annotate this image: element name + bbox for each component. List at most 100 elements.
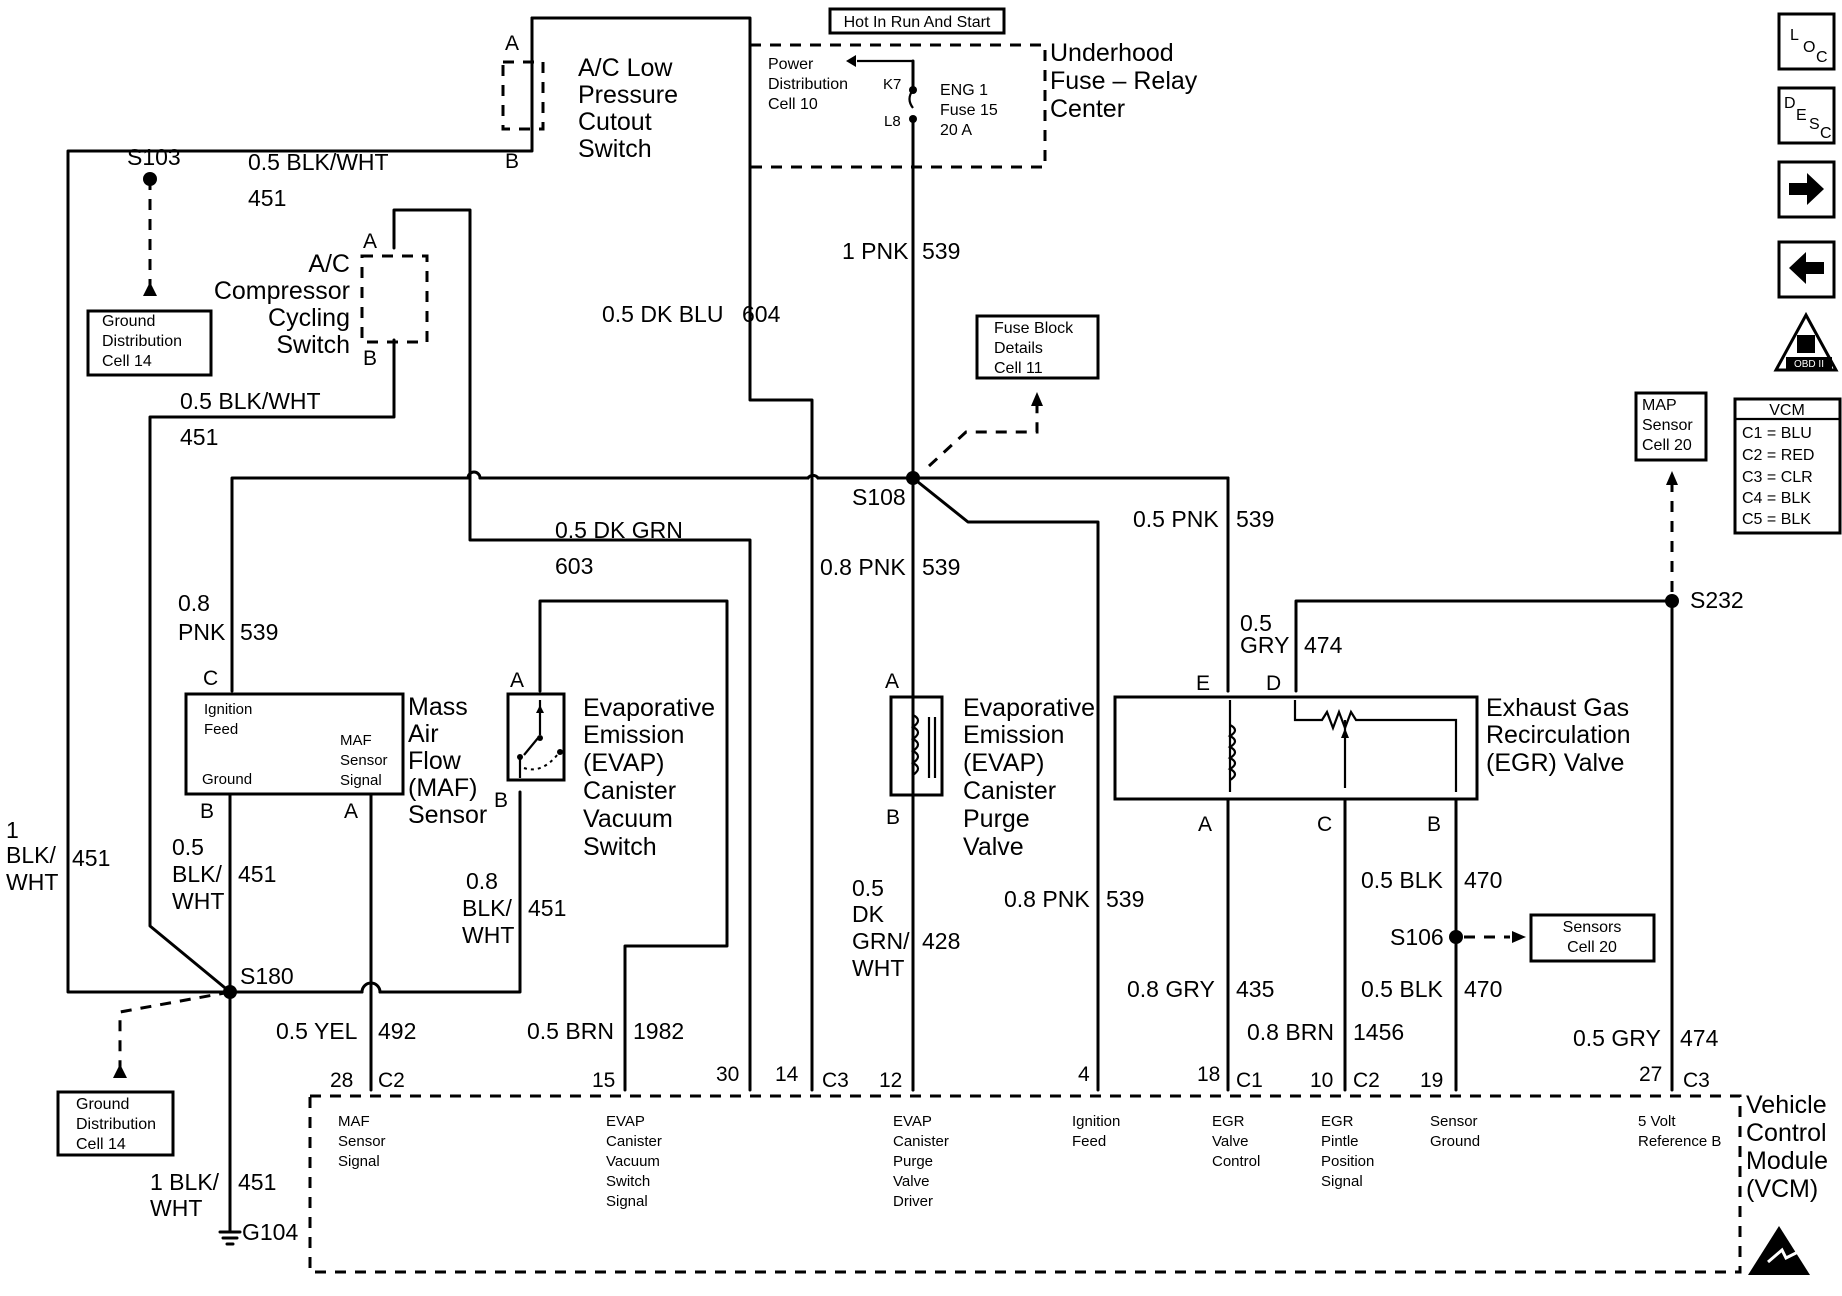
svg-text:Cutout: Cutout xyxy=(578,108,652,136)
svg-text:VCM: VCM xyxy=(1769,402,1805,419)
svg-text:(EVAP): (EVAP) xyxy=(963,749,1045,777)
svg-text:C1: C1 xyxy=(1236,1069,1263,1092)
svg-text:L: L xyxy=(1790,27,1799,44)
svg-text:Purge: Purge xyxy=(963,805,1030,833)
svg-text:0.5: 0.5 xyxy=(852,875,884,901)
svg-text:470: 470 xyxy=(1464,867,1502,893)
svg-text:0.8: 0.8 xyxy=(466,868,498,894)
fuse-block-details-link[interactable]: Fuse Block Details Cell 11 xyxy=(975,314,1100,380)
svg-text:Ignition: Ignition xyxy=(1072,1113,1120,1130)
svg-text:1 PNK: 1 PNK xyxy=(842,238,909,264)
svg-text:L8: L8 xyxy=(884,113,901,130)
svg-text:Vehicle: Vehicle xyxy=(1746,1091,1827,1119)
svg-text:C3: C3 xyxy=(1683,1069,1710,1092)
svg-text:C2: C2 xyxy=(378,1069,405,1092)
svg-text:WHT: WHT xyxy=(852,955,904,981)
svg-text:0.5 DK GRN: 0.5 DK GRN xyxy=(555,517,683,543)
svg-text:Control: Control xyxy=(1212,1153,1260,1170)
svg-text:Switch: Switch xyxy=(606,1173,650,1190)
loc-button[interactable]: L O C xyxy=(1777,12,1836,71)
svg-text:Cell 20: Cell 20 xyxy=(1567,939,1617,956)
obd-ii-icon: OBD II xyxy=(1773,311,1839,372)
svg-text:0.8 PNK: 0.8 PNK xyxy=(1004,886,1090,912)
svg-text:Cell 14: Cell 14 xyxy=(102,353,152,370)
svg-text:DK: DK xyxy=(852,901,885,927)
svg-text:Switch: Switch xyxy=(276,331,350,359)
svg-text:WHT: WHT xyxy=(172,888,224,914)
svg-text:Driver: Driver xyxy=(893,1193,933,1210)
svg-text:0.5 GRY: 0.5 GRY xyxy=(1573,1025,1661,1051)
map-sensor-link[interactable]: MAP Sensor Cell 20 xyxy=(1634,391,1708,462)
svg-text:0.5: 0.5 xyxy=(1240,610,1272,636)
svg-text:MAF: MAF xyxy=(338,1113,370,1130)
vehicle-control-module: Vehicle Control Module (VCM) xyxy=(308,1091,1828,1275)
desc-button[interactable]: D E S C xyxy=(1777,86,1836,145)
underhood-fuse-relay-center: Underhood Fuse – Relay Center Power Dist… xyxy=(748,39,1198,169)
svg-text:0.5 BLK: 0.5 BLK xyxy=(1361,867,1443,893)
forward-arrow-button[interactable] xyxy=(1777,160,1836,219)
svg-text:A: A xyxy=(510,669,524,692)
svg-text:K7: K7 xyxy=(883,76,901,93)
svg-text:451: 451 xyxy=(180,424,218,450)
svg-text:Emission: Emission xyxy=(963,721,1064,749)
svg-text:20 A: 20 A xyxy=(940,122,972,139)
svg-text:E: E xyxy=(1196,672,1210,695)
svg-text:C2 = RED: C2 = RED xyxy=(1742,447,1814,464)
svg-text:Ground: Ground xyxy=(1430,1133,1480,1150)
svg-text:C1 = BLU: C1 = BLU xyxy=(1742,425,1812,442)
svg-text:C3: C3 xyxy=(822,1069,849,1092)
label-g104: G104 xyxy=(242,1219,298,1245)
svg-text:WHT: WHT xyxy=(6,869,58,895)
svg-text:451: 451 xyxy=(238,861,276,887)
svg-text:E: E xyxy=(1796,107,1807,124)
svg-text:Purge: Purge xyxy=(893,1153,933,1170)
maf-sensor: Ignition Feed Ground MAF Sensor Signal M… xyxy=(184,667,487,829)
splice-s103 xyxy=(143,172,157,186)
svg-text:Feed: Feed xyxy=(204,721,238,738)
svg-text:10: 10 xyxy=(1310,1069,1333,1092)
svg-text:C: C xyxy=(1317,813,1332,836)
svg-text:C2: C2 xyxy=(1353,1069,1380,1092)
svg-text:(MAF): (MAF) xyxy=(408,774,477,802)
svg-text:0.5 DK BLU: 0.5 DK BLU xyxy=(602,301,723,327)
svg-text:Switch: Switch xyxy=(578,135,652,163)
svg-text:Underhood: Underhood xyxy=(1050,39,1174,67)
svg-text:Distribution: Distribution xyxy=(76,1116,156,1133)
svg-text:Sensor: Sensor xyxy=(1642,417,1693,434)
vcm-function-labels: MAF Sensor Signal EVAP Canister Vacuum S… xyxy=(338,1113,1721,1210)
svg-text:19: 19 xyxy=(1420,1069,1443,1092)
sensors-cell-link[interactable]: Sensors Cell 20 xyxy=(1529,913,1656,963)
svg-text:BLK/: BLK/ xyxy=(6,842,56,868)
svg-text:Hot In Run And Start: Hot In Run And Start xyxy=(844,14,991,31)
svg-text:Sensor: Sensor xyxy=(340,752,388,769)
fuse-15 xyxy=(908,89,914,109)
splice-s108 xyxy=(906,471,920,485)
svg-text:Valve: Valve xyxy=(1212,1133,1248,1150)
svg-text:604: 604 xyxy=(742,301,781,327)
svg-text:A: A xyxy=(885,670,899,693)
svg-text:27: 27 xyxy=(1639,1063,1662,1086)
svg-text:Evaporative: Evaporative xyxy=(963,694,1095,722)
svg-text:Cell 14: Cell 14 xyxy=(76,1136,126,1153)
svg-text:OBD II: OBD II xyxy=(1794,359,1824,370)
svg-text:Sensors: Sensors xyxy=(1563,919,1622,936)
back-arrow-button[interactable] xyxy=(1777,240,1836,299)
svg-text:539: 539 xyxy=(922,554,960,580)
svg-text:GRN/: GRN/ xyxy=(852,928,910,954)
svg-text:C4 = BLK: C4 = BLK xyxy=(1742,490,1811,507)
vcm-connector-legend: VCM C1 = BLU C2 = RED C3 = CLR C4 = BLK … xyxy=(1733,397,1842,535)
svg-text:28: 28 xyxy=(330,1069,353,1092)
svg-text:(VCM): (VCM) xyxy=(1746,1175,1818,1203)
svg-text:Control: Control xyxy=(1746,1119,1827,1147)
svg-text:Mass: Mass xyxy=(408,693,468,721)
svg-text:Ground: Ground xyxy=(102,313,155,330)
svg-text:(EVAP): (EVAP) xyxy=(583,749,665,777)
svg-text:EGR: EGR xyxy=(1212,1113,1245,1130)
ground-distribution-link-bottom[interactable]: Ground Distribution Cell 14 xyxy=(56,1090,175,1157)
ground-distribution-link-top[interactable]: Ground Distribution Cell 14 xyxy=(86,309,213,377)
svg-text:Ground: Ground xyxy=(76,1096,129,1113)
ac-low-pressure-cutout-switch: A B A/C Low Pressure Cutout Switch xyxy=(501,32,678,173)
svg-text:0.8 BRN: 0.8 BRN xyxy=(1247,1019,1334,1045)
svg-text:Distribution: Distribution xyxy=(102,333,182,350)
